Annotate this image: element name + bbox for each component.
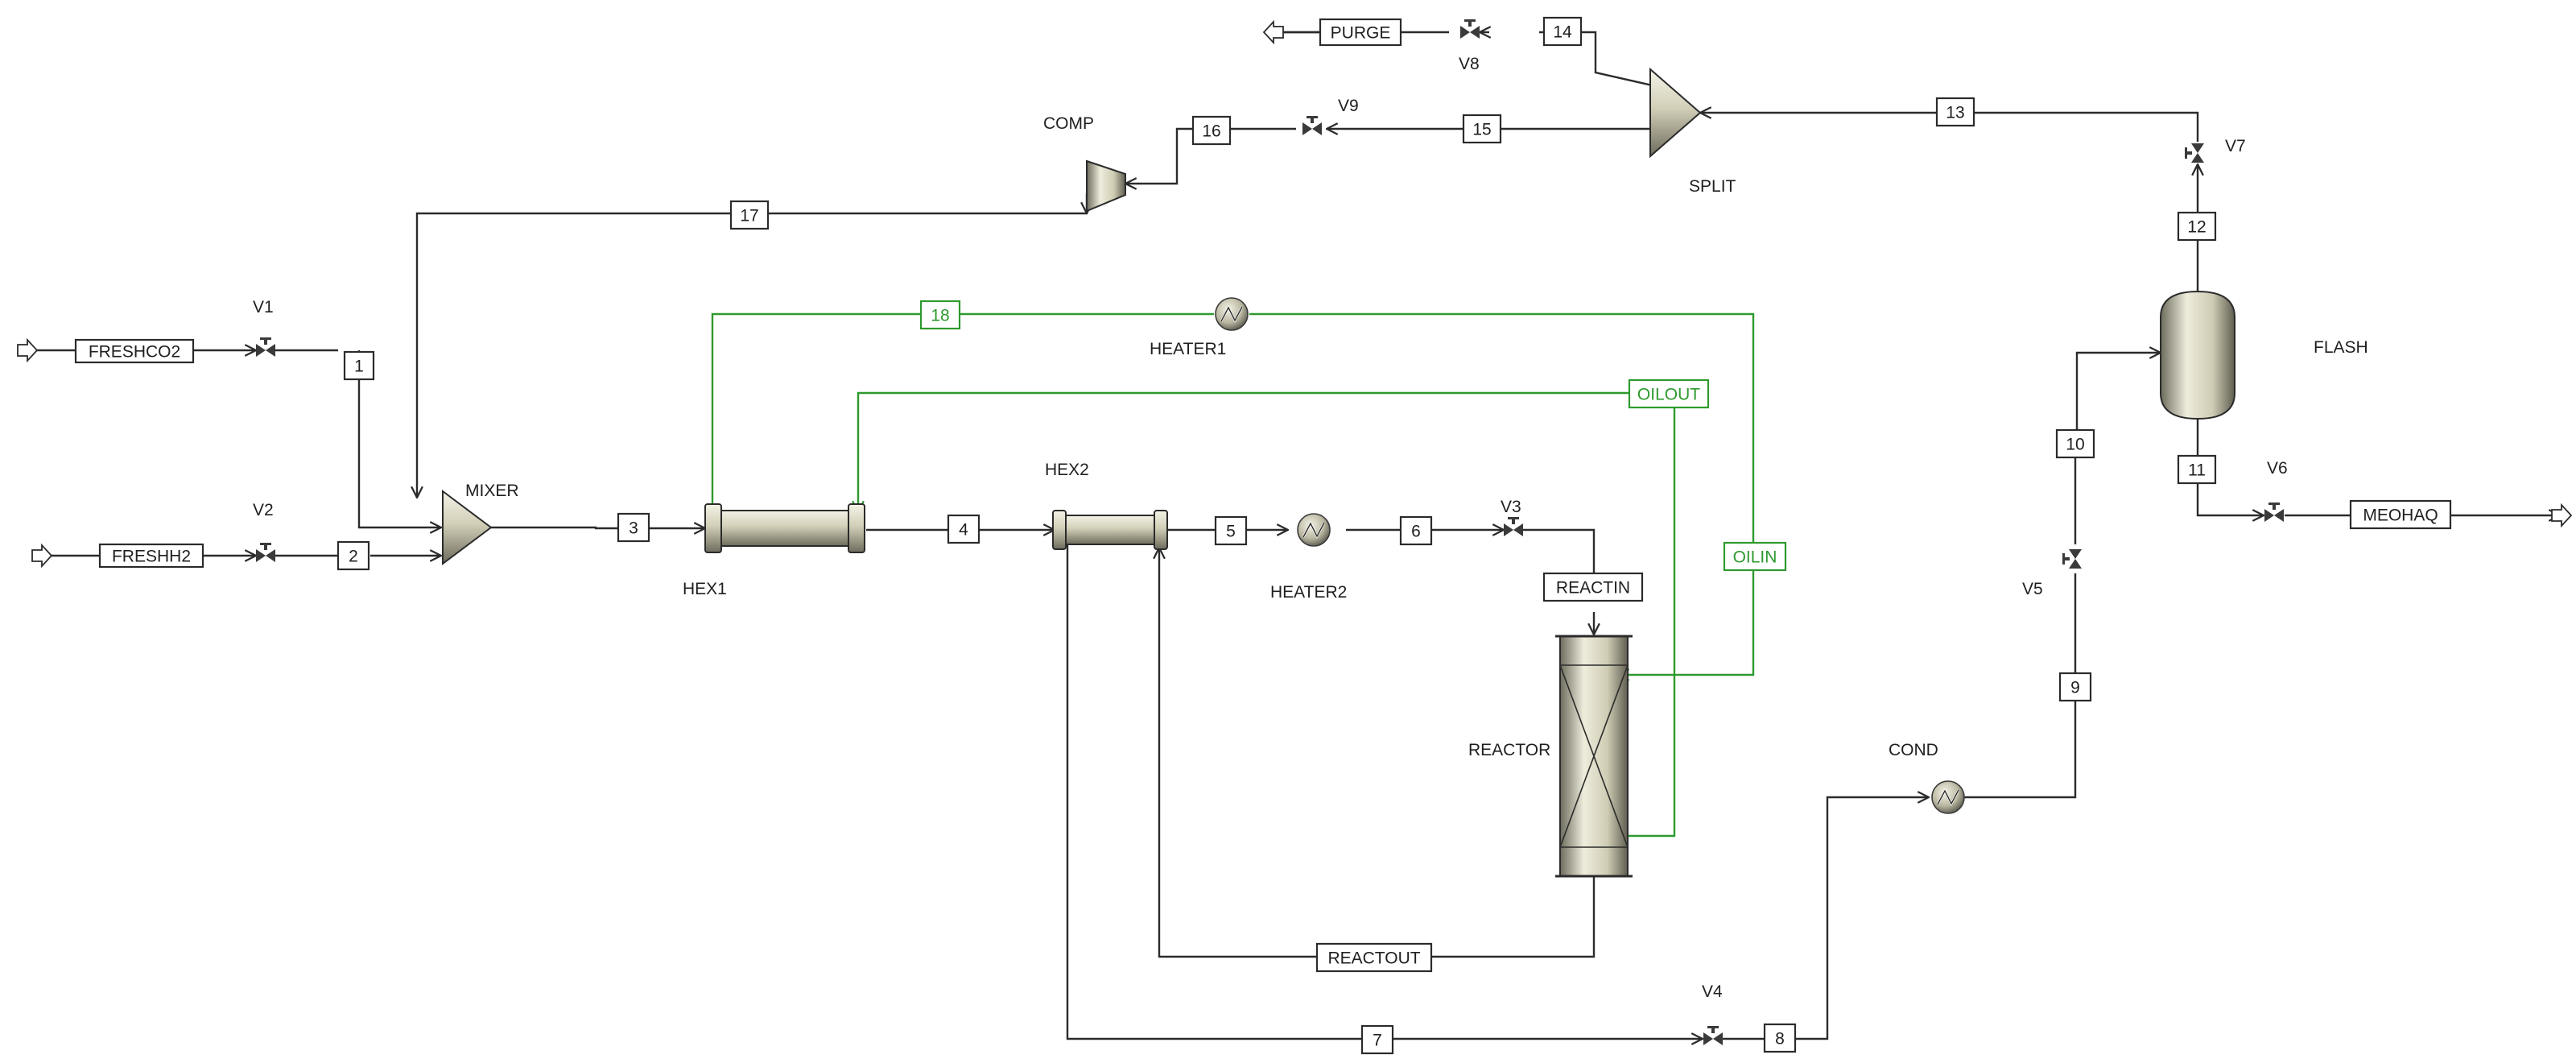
label-reactor: REACTOR (1468, 741, 1550, 759)
label-heater1: HEATER1 (1150, 340, 1226, 358)
stream-oilout[interactable]: OILOUT (1637, 386, 1700, 404)
label-v4: V4 (1702, 982, 1723, 1001)
stream-2[interactable]: 2 (349, 548, 358, 566)
stream-reactout[interactable]: REACTOUT (1327, 949, 1420, 968)
stream-6[interactable]: 6 (1411, 523, 1421, 541)
cond-icon[interactable] (1930, 780, 1966, 815)
label-v5: V5 (2022, 580, 2043, 598)
stream-18[interactable]: 18 (931, 307, 949, 325)
stream-8[interactable]: 8 (1775, 1030, 1785, 1049)
reactor-column-icon[interactable] (1555, 635, 1633, 878)
valve-v6-icon[interactable] (2264, 503, 2284, 522)
freshco2-feed-arrow-icon (17, 337, 39, 363)
stream-labels: FRESHCO2 FRESHH2 1 2 3 4 5 6 REACTIN REA… (74, 16, 2452, 1055)
stream-3[interactable]: 3 (629, 519, 638, 538)
stream-15[interactable]: 15 (1472, 121, 1491, 139)
stream-13[interactable]: 13 (1946, 104, 1964, 122)
stream-14[interactable]: 14 (1553, 23, 1572, 42)
stream-5[interactable]: 5 (1226, 523, 1236, 541)
block-labels: V1 V2 V3 V4 V5 V6 V7 V8 V9 MIXER HEX1 HE… (253, 55, 2368, 1001)
label-hex2: HEX2 (1045, 461, 1089, 479)
meohaq-product-arrow-icon (2551, 503, 2573, 528)
valve-v4-icon[interactable] (1703, 1026, 1723, 1045)
stream-freshh2[interactable]: FRESHH2 (112, 548, 191, 566)
stream-12[interactable]: 12 (2187, 218, 2206, 237)
stream-9[interactable]: 9 (2070, 679, 2080, 697)
label-flash: FLASH (2314, 338, 2368, 357)
stream-7[interactable]: 7 (1373, 1032, 1382, 1050)
hex1-exchanger-icon[interactable] (704, 503, 865, 553)
stream-17[interactable]: 17 (740, 207, 758, 225)
label-v8: V8 (1459, 55, 1480, 73)
hex2-exchanger-icon[interactable] (1052, 510, 1168, 550)
label-v2: V2 (253, 501, 274, 519)
stream-oilin[interactable]: OILIN (1733, 548, 1777, 567)
process-streams (193, 32, 2560, 1039)
valve-v7-icon[interactable] (2185, 143, 2204, 163)
valve-v2-icon[interactable] (256, 543, 275, 562)
stream-11[interactable]: 11 (2188, 461, 2206, 480)
valve-v5-icon[interactable] (2062, 549, 2082, 569)
stream-4[interactable]: 4 (959, 521, 968, 540)
valve-v3-icon[interactable] (1504, 517, 1523, 536)
label-v7: V7 (2225, 137, 2246, 155)
label-mixer: MIXER (465, 482, 519, 500)
stream-10[interactable]: 10 (2066, 436, 2084, 454)
split-icon[interactable] (1649, 67, 1702, 159)
freshh2-feed-arrow-icon (31, 543, 53, 569)
feed-product-arrows (17, 19, 2573, 569)
label-v9: V9 (1338, 97, 1359, 115)
purge-product-arrow-icon (1262, 19, 1284, 45)
heater1-icon[interactable] (1214, 296, 1249, 332)
heater2-icon[interactable] (1296, 512, 1331, 548)
valve-v8-icon[interactable] (1460, 19, 1480, 39)
label-hex1: HEX1 (683, 580, 727, 598)
valve-v1-icon[interactable] (256, 337, 275, 357)
stream-16[interactable]: 16 (1202, 122, 1220, 141)
label-heater2: HEATER2 (1270, 583, 1347, 602)
label-cond: COND (1889, 741, 1938, 759)
label-split: SPLIT (1689, 177, 1736, 196)
flash-drum-icon[interactable] (2160, 290, 2235, 420)
label-comp: COMP (1043, 114, 1094, 133)
compressor-icon[interactable] (1086, 159, 1126, 213)
stream-freshco2[interactable]: FRESHCO2 (89, 343, 180, 362)
valve-v9-icon[interactable] (1302, 116, 1322, 135)
label-v6: V6 (2267, 459, 2288, 478)
stream-reactin[interactable]: REACTIN (1556, 579, 1630, 598)
label-v1: V1 (253, 298, 274, 316)
stream-purge[interactable]: PURGE (1331, 24, 1391, 43)
stream-meohaq[interactable]: MEOHAQ (2363, 507, 2438, 525)
label-v3: V3 (1501, 498, 1521, 516)
stream-1[interactable]: 1 (354, 358, 364, 376)
mixer-icon[interactable] (442, 490, 493, 565)
